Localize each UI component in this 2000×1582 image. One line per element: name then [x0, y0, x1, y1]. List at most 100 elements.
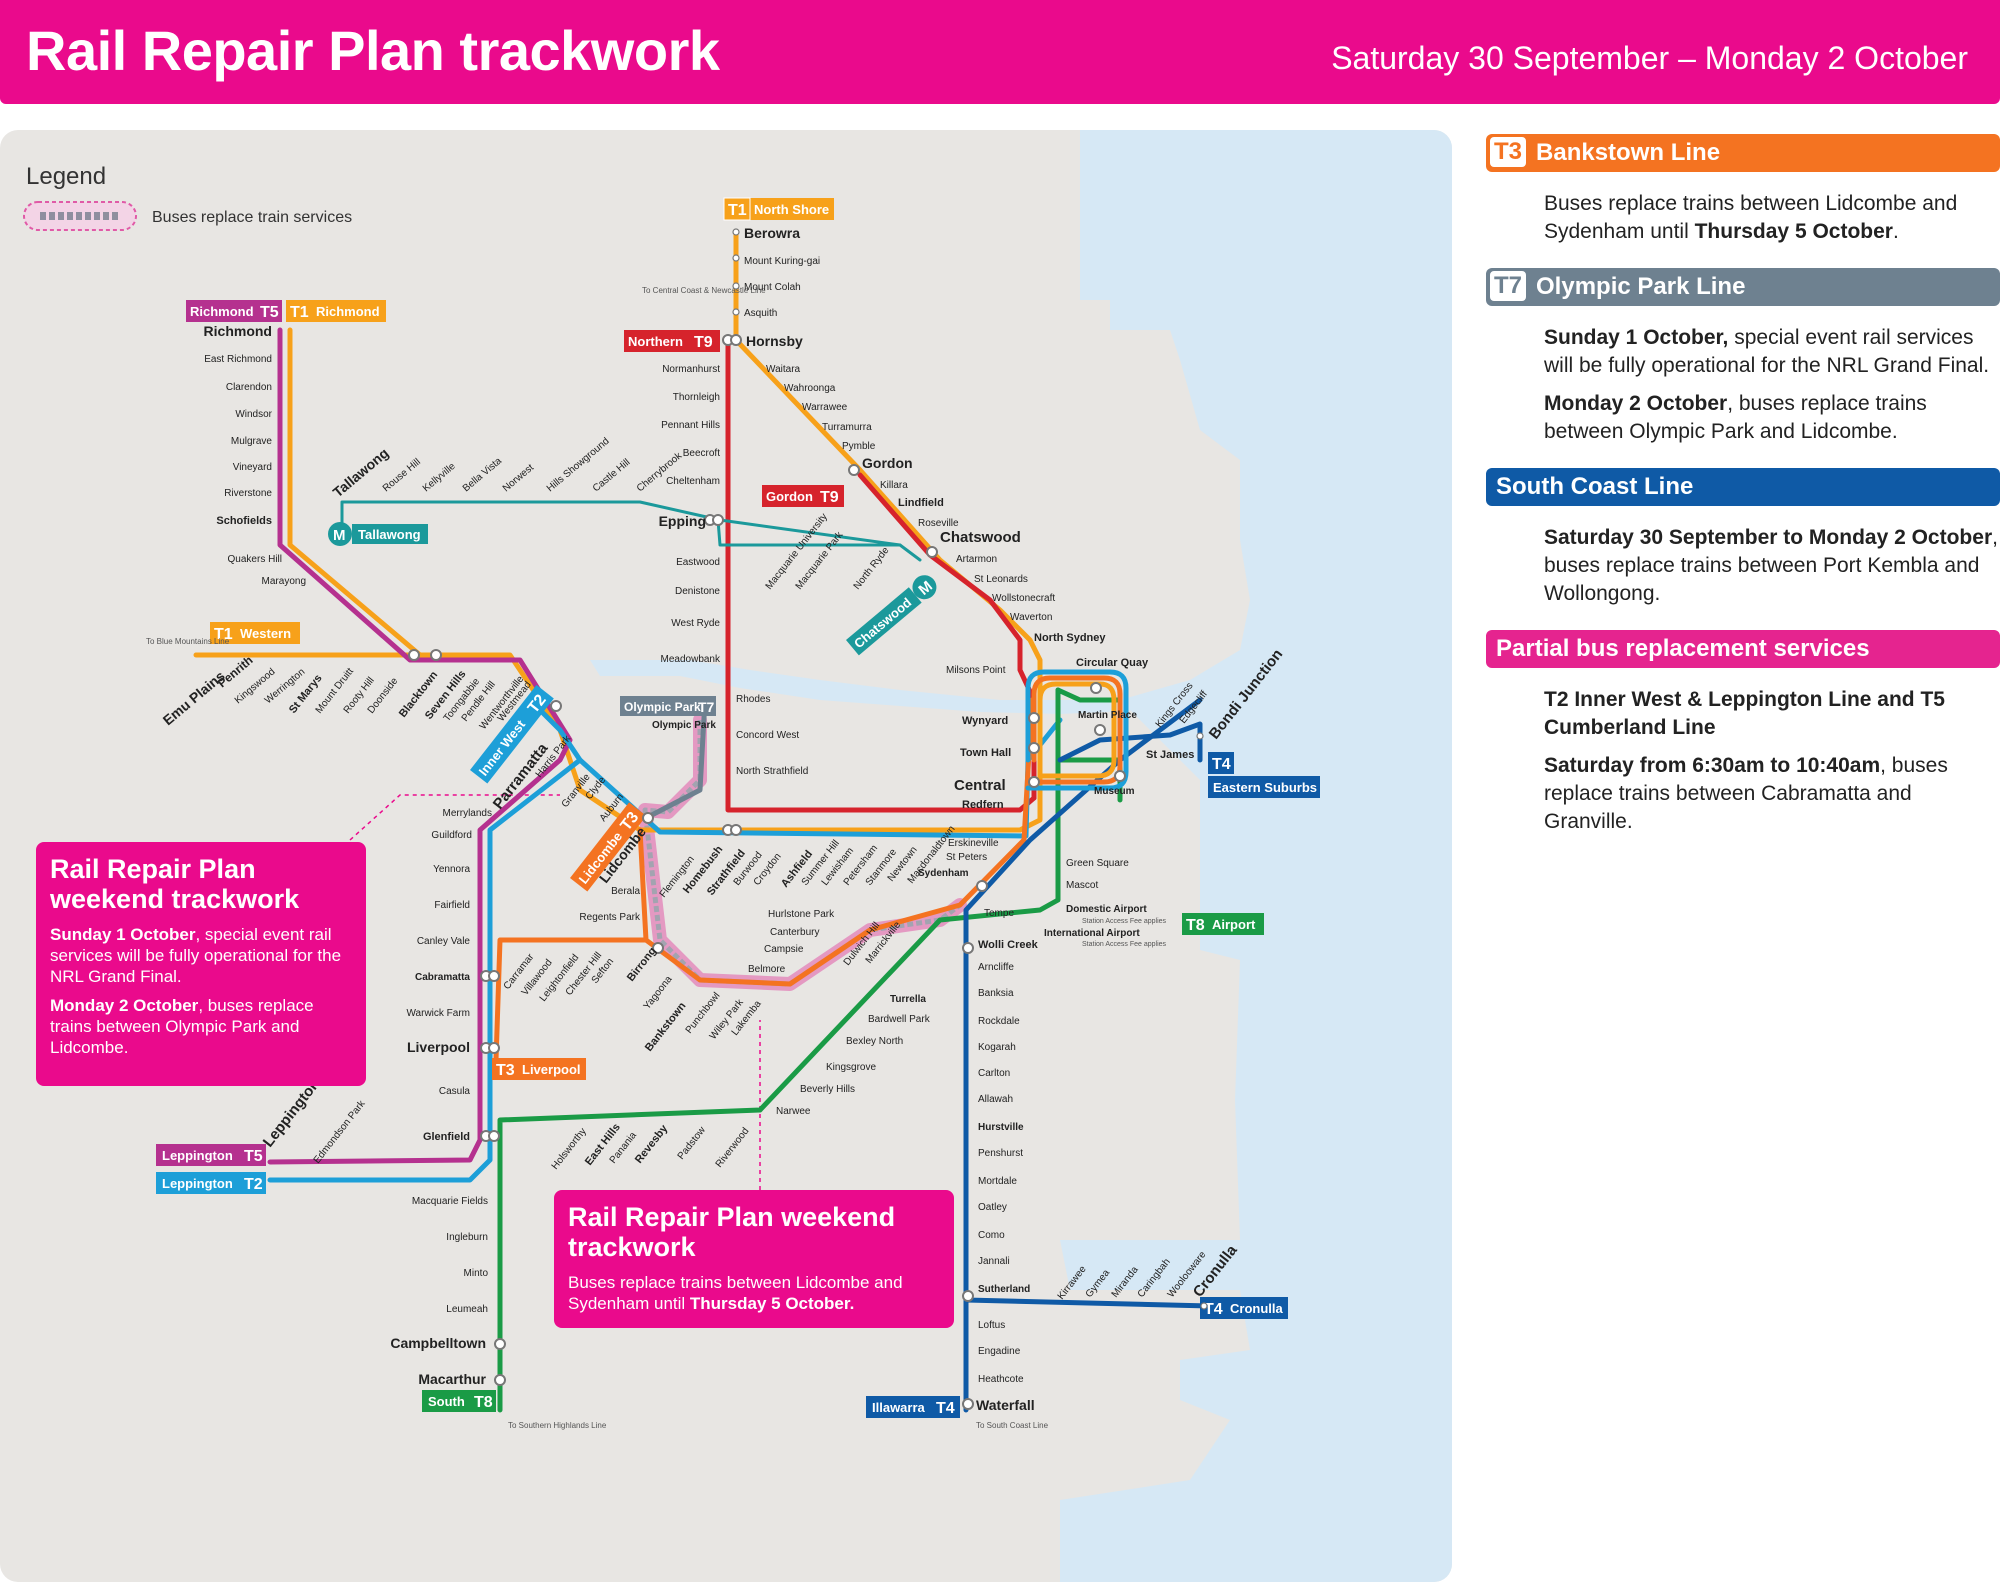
t3-code: T3: [1490, 136, 1527, 167]
station-ingleburn: Ingleburn: [446, 1232, 488, 1243]
station-penshurst: Penshurst: [978, 1148, 1023, 1159]
station-north-sydney: North Sydney: [1034, 632, 1106, 644]
south-coast-text: , buses replace trains between Port Kemb…: [1544, 526, 1998, 605]
date-range: Saturday 30 September – Monday 2 October: [1331, 40, 1968, 76]
station-meadowbank: Meadowbank: [661, 654, 721, 665]
station-edmondson-park: Edmondson Park: [312, 1098, 369, 1166]
metro-icon: M: [333, 527, 346, 544]
station-rhodes: Rhodes: [736, 694, 770, 705]
promo-bottom: Rail Repair Plan weekend trackwork Buses…: [554, 1190, 954, 1328]
station-oatley: Oatley: [978, 1202, 1007, 1213]
station-clarendon: Clarendon: [226, 382, 272, 393]
badge-code: T4: [936, 1400, 955, 1417]
badge-code: T7: [698, 699, 715, 715]
station-wahroonga: Wahroonga: [784, 383, 836, 394]
partial-text: , buses replace trains between Cabramatt…: [1544, 754, 1948, 833]
station-mulgrave: Mulgrave: [231, 436, 273, 447]
station-warrawee: Warrawee: [802, 402, 848, 413]
badge-code: T5: [260, 304, 279, 321]
station-minto: Minto: [464, 1268, 489, 1279]
t7-code: T7: [1490, 270, 1527, 301]
badge-name: Richmond: [316, 304, 380, 319]
note: To South Coast Line: [976, 1421, 1049, 1430]
station-engadine: Engadine: [978, 1346, 1021, 1357]
note: Station Access Fee applies: [1082, 941, 1167, 948]
badge-name: Richmond: [190, 304, 254, 319]
station-sydenham: Sydenham: [918, 868, 969, 879]
station-macquarie-fields: Macquarie Fields: [412, 1196, 488, 1207]
station-town-hall: Town Hall: [960, 747, 1011, 759]
station-beverly-hills: Beverly Hills: [800, 1084, 855, 1095]
station-holsworthy: Holsworthy: [550, 1126, 589, 1172]
note: To Blue Mountains Line: [146, 637, 230, 646]
promo-left-p1-text: , special event rail services will be fu…: [50, 925, 342, 986]
station-artarmon: Artarmon: [956, 554, 997, 565]
rail-lines: [193, 229, 1213, 1413]
legend-bus-label: Buses replace train services: [152, 209, 352, 226]
station-wynyard: Wynyard: [962, 715, 1008, 727]
t3-text: Buses replace trains between Lidcombe an…: [1544, 192, 1958, 243]
promo-left: Rail Repair Plan weekend trackwork Sunda…: [36, 842, 366, 1086]
station-east-richmond: East Richmond: [204, 354, 272, 365]
station-turramurra: Turramurra: [822, 422, 872, 433]
station-wolli-creek: Wolli Creek: [978, 939, 1039, 951]
station-berowra: Berowra: [744, 225, 800, 241]
t7-p1-bold: Sunday 1 October,: [1544, 326, 1729, 349]
badge-name: Northern: [628, 334, 683, 349]
station-circular-quay: Circular Quay: [1076, 657, 1149, 669]
station-kellyville: Kellyville: [421, 461, 458, 495]
station-mascot: Mascot: [1066, 880, 1098, 891]
station-schofields: Schofields: [216, 515, 272, 527]
badge-name: Leppington: [162, 1148, 233, 1163]
badge-name: Western: [240, 626, 291, 641]
station-tempe: Tempe: [984, 908, 1014, 919]
map-svg: Legend Buses replace train services: [23, 130, 1452, 1582]
t3-text-post: .: [1892, 220, 1899, 243]
promo-bottom-text: Buses replace trains between Lidcombe an…: [568, 1273, 903, 1313]
promo-bottom-title: Rail Repair Plan weekend trackwork: [568, 1202, 896, 1262]
south-coast-notice: South Coast Line Saturday 30 September t…: [1486, 468, 2000, 608]
station-asquith: Asquith: [744, 308, 777, 319]
badge-name: Eastern Suburbs: [1213, 780, 1317, 795]
south-coast-bar: South Coast Line: [1486, 468, 2000, 506]
badge-code: T1: [214, 626, 233, 643]
south-coast-bold: Saturday 30 September to Monday 2 Octobe…: [1544, 526, 1993, 549]
station-berala: Berala: [611, 886, 640, 897]
station-norwest: Norwest: [501, 462, 536, 494]
station-cheltenham: Cheltenham: [666, 476, 720, 487]
station-milsons-point: Milsons Point: [946, 665, 1006, 676]
badge-name: Tallawong: [358, 527, 421, 542]
network-map: Legend Buses replace train services: [0, 130, 1452, 1582]
station-narwee: Narwee: [776, 1106, 811, 1117]
station-eastwood: Eastwood: [676, 557, 720, 568]
station-normanhurst: Normanhurst: [662, 364, 720, 375]
station-rouse-hill: Rouse Hill: [381, 457, 423, 495]
badge-code: T8: [1186, 917, 1205, 934]
legend-title: Legend: [26, 163, 106, 190]
station-jannali: Jannali: [978, 1256, 1010, 1267]
station-canterbury: Canterbury: [770, 927, 819, 938]
station-glenfield: Glenfield: [423, 1131, 470, 1143]
station-st-leonards: St Leonards: [974, 574, 1028, 585]
station-pennant-hills: Pennant Hills: [661, 420, 720, 431]
station-lindfield: Lindfield: [898, 497, 944, 509]
station-pymble: Pymble: [842, 441, 876, 452]
station-quakers-hill: Quakers Hill: [228, 554, 282, 565]
station-martin-place: Martin Place: [1078, 710, 1137, 721]
station-epping: Epping: [659, 513, 706, 529]
station-richmond: Richmond: [204, 323, 272, 339]
station-green-square: Green Square: [1066, 858, 1129, 869]
station-riverstone: Riverstone: [224, 488, 272, 499]
station-north-ryde: North Ryde: [852, 545, 892, 592]
station-rockdale: Rockdale: [978, 1016, 1020, 1027]
badge-code: T1: [290, 304, 309, 321]
promo-left-p2-bold: Monday 2 October: [50, 996, 199, 1015]
page-title: Rail Repair Plan trackwork: [26, 19, 720, 82]
station-international-airport: International Airport: [1044, 928, 1140, 939]
station-hornsby: Hornsby: [746, 333, 803, 349]
partial-bar: Partial bus replacement services: [1486, 630, 2000, 668]
station-mortdale: Mortdale: [978, 1176, 1017, 1187]
station-fairfield: Fairfield: [434, 900, 470, 911]
station-waitara: Waitara: [766, 364, 801, 375]
